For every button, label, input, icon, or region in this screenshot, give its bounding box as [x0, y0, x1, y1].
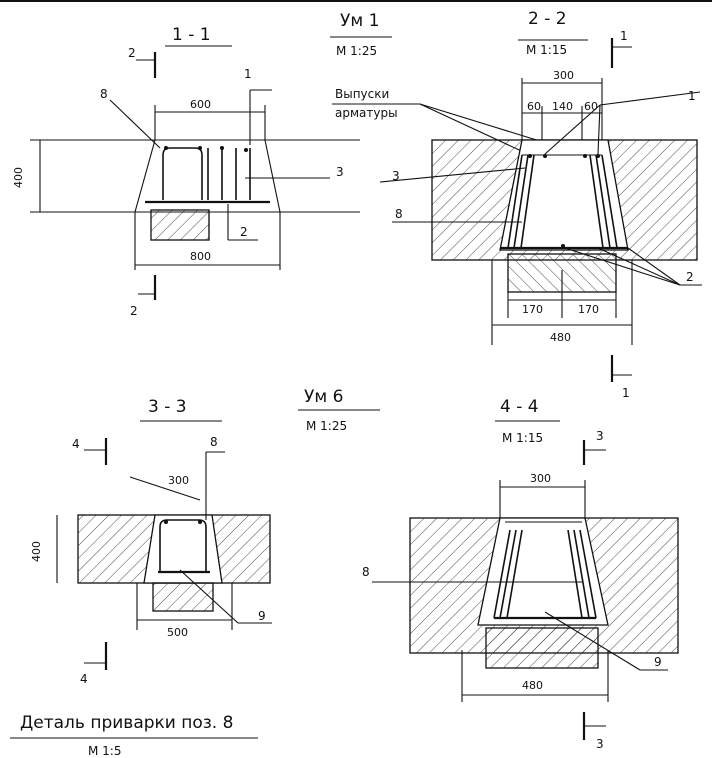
dim-800: 800	[190, 250, 211, 263]
dim-600: 600	[190, 98, 211, 111]
section-3-3: 3 - 3 4 4 300 400 500 8 9	[30, 397, 272, 686]
dim-line	[129, 476, 201, 501]
rebar-dot	[220, 146, 224, 150]
dim-300: 300	[168, 474, 189, 487]
label-9: 9	[258, 609, 266, 623]
section-2-2-title: 2 - 2	[528, 9, 567, 29]
section-3-3-title: 3 - 3	[148, 397, 187, 417]
section-4-4-scale: М 1:15	[502, 431, 543, 445]
rebar-bar	[589, 154, 604, 249]
section-4-4: 4 - 4 М 1:15 3 3 300 480 8	[362, 397, 679, 751]
um1-scale: М 1:25	[336, 44, 377, 58]
detail-title-block: Деталь приварки поз. 8 М 1:5	[10, 713, 258, 758]
section-2-2-scale: М 1:15	[526, 43, 567, 57]
dim-60-right: 60	[584, 100, 598, 113]
rebar-dot	[596, 154, 600, 158]
section-4-4-title: 4 - 4	[500, 397, 539, 417]
leader-2	[564, 247, 681, 286]
detail-scale: М 1:5	[88, 744, 121, 758]
label-8: 8	[362, 565, 370, 579]
rebar-dot	[164, 520, 168, 524]
rebar-dot	[543, 154, 547, 158]
section-1-1: 1 - 1 2 2 600 800	[12, 25, 360, 318]
leader-1	[599, 91, 701, 106]
rebar-dot	[528, 154, 532, 158]
rebar-bar	[513, 154, 529, 249]
leader-1	[544, 104, 601, 155]
rebar-loop	[162, 147, 203, 200]
section-2-2: 2 - 2 М 1:15 1 1 Выпуски арматуры	[332, 9, 702, 400]
label-1: 1	[244, 67, 252, 81]
cut-label-top: 4	[72, 437, 80, 451]
section-1-1-title: 1 - 1	[172, 25, 211, 45]
dim-170-left: 170	[522, 303, 543, 316]
um6-title: Ум 6	[304, 387, 343, 407]
um1-title: Ум 1	[340, 11, 379, 31]
rebar-loop	[159, 519, 207, 572]
note-line1: Выпуски	[335, 87, 389, 101]
rebar-dot	[198, 146, 202, 150]
label-9: 9	[654, 655, 662, 669]
leader-9	[179, 569, 239, 624]
leader-3	[379, 167, 526, 183]
dim-60-left: 60	[527, 100, 541, 113]
dim-480: 480	[522, 679, 543, 692]
leader-2	[627, 247, 681, 286]
rebar-bar	[520, 154, 535, 249]
leader-8	[109, 99, 161, 149]
support-beam	[152, 582, 214, 612]
rebar-bar	[507, 154, 523, 249]
cut-label-bottom: 2	[130, 304, 138, 318]
dim-300: 300	[553, 69, 574, 82]
dim-300: 300	[530, 472, 551, 485]
label-8: 8	[210, 435, 218, 449]
rebar-bar	[567, 529, 583, 619]
support-beam	[485, 627, 599, 669]
dim-140: 140	[552, 100, 573, 113]
label-1: 1	[688, 89, 696, 103]
rebar-dot	[164, 146, 168, 150]
rebar-bar	[506, 529, 523, 619]
title-um6: Ум 6 М 1:25	[298, 387, 380, 433]
leader-1	[597, 104, 601, 155]
trapezoid-opening	[477, 517, 609, 626]
rebar-bar	[579, 529, 597, 619]
detail-title: Деталь приварки поз. 8	[20, 713, 233, 733]
cut-label-bottom: 1	[622, 386, 630, 400]
cut-label-top: 2	[128, 46, 136, 60]
rebar-dot	[583, 154, 587, 158]
label-3: 3	[392, 169, 400, 183]
rebar-bar	[595, 154, 611, 249]
label-8: 8	[100, 87, 108, 101]
um6-scale: М 1:25	[306, 419, 347, 433]
dim-400: 400	[30, 541, 43, 562]
rebar-bar	[573, 529, 590, 619]
dim-480: 480	[550, 331, 571, 344]
label-2: 2	[240, 225, 248, 239]
cut-label-top: 3	[596, 429, 604, 443]
note-line2: арматуры	[335, 106, 398, 120]
rebar-dot	[244, 148, 248, 152]
rebar-bar	[499, 529, 517, 619]
label-3: 3	[336, 165, 344, 179]
title-um1: Ум 1 М 1:25	[330, 11, 392, 58]
support-beam	[150, 209, 210, 241]
rebar-bar	[601, 154, 618, 249]
rebar-dot	[198, 520, 202, 524]
dim-400: 400	[12, 167, 25, 188]
dim-170-right: 170	[578, 303, 599, 316]
opening	[143, 514, 223, 584]
dim-500: 500	[167, 626, 188, 639]
label-2: 2	[686, 270, 694, 284]
rebar-dot	[561, 244, 565, 248]
leader-9	[544, 611, 641, 671]
rebar-bar	[493, 529, 511, 619]
cut-label-bottom: 3	[596, 737, 604, 751]
cut-label-bottom: 4	[80, 672, 88, 686]
leader-2	[597, 247, 681, 286]
cut-label-top: 1	[620, 29, 628, 43]
label-8: 8	[395, 207, 403, 221]
